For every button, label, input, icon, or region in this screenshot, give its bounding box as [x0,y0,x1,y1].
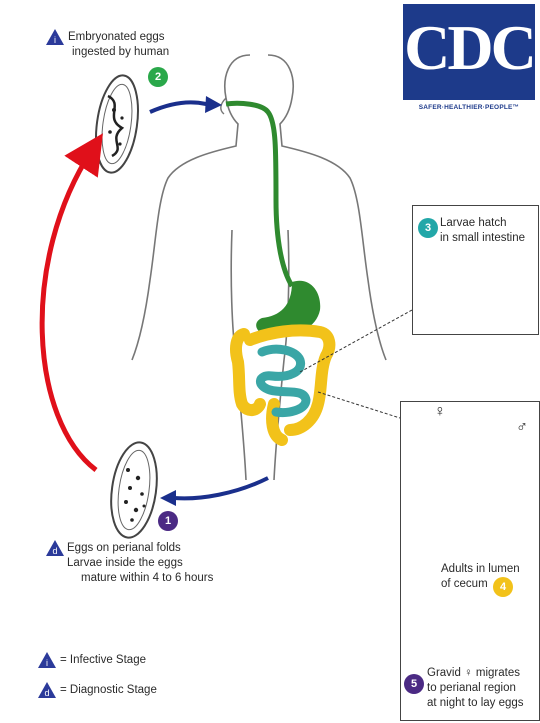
human-body-outline [132,55,386,480]
step3-number: 3 [418,218,438,238]
legend-diagnostic-text: = Diagnostic Stage [60,683,157,698]
step5-number: 5 [404,674,424,694]
esophagus [226,103,292,286]
ingestion-arrow [150,102,206,112]
cdc-logo-tagline: SAFER·HEALTHIER·PEOPLE™ [403,100,535,116]
step5-label: Gravid ♀ migrates to perianal region at … [427,666,524,711]
svg-text:i: i [46,658,48,668]
infective-stage-marker: i [46,29,64,45]
legend-diagnostic-marker: d [38,682,56,698]
legend-infective-marker: i [38,652,56,668]
svg-text:d: d [44,688,49,698]
svg-text:d: d [52,546,57,556]
step1b-label: Eggs on perianal folds Larvae inside the… [67,541,213,586]
cdc-logo-letters: CDC [403,12,535,84]
female-symbol: ♀ [434,404,446,419]
legend-infective-text: = Infective Stage [60,653,146,668]
step1-number: 1 [158,511,178,531]
embryonated-egg [90,73,143,176]
male-symbol: ♂ [516,420,528,435]
egg-laying-arrow [174,478,268,498]
cdc-logo: CDC SAFER·HEALTHIER·PEOPLE™ [403,4,535,116]
svg-text:i: i [54,35,56,45]
diagnostic-stage-marker: d [46,540,64,556]
perianal-egg [106,439,163,540]
cycle-arrow [42,150,96,470]
step2-number: 2 [148,67,168,87]
step3-label: Larvae hatch in small intestine [440,216,525,246]
step4-number: 4 [493,577,513,597]
step1-label: Embryonated eggs ingested by human [68,30,169,60]
small-intestine [260,349,306,412]
